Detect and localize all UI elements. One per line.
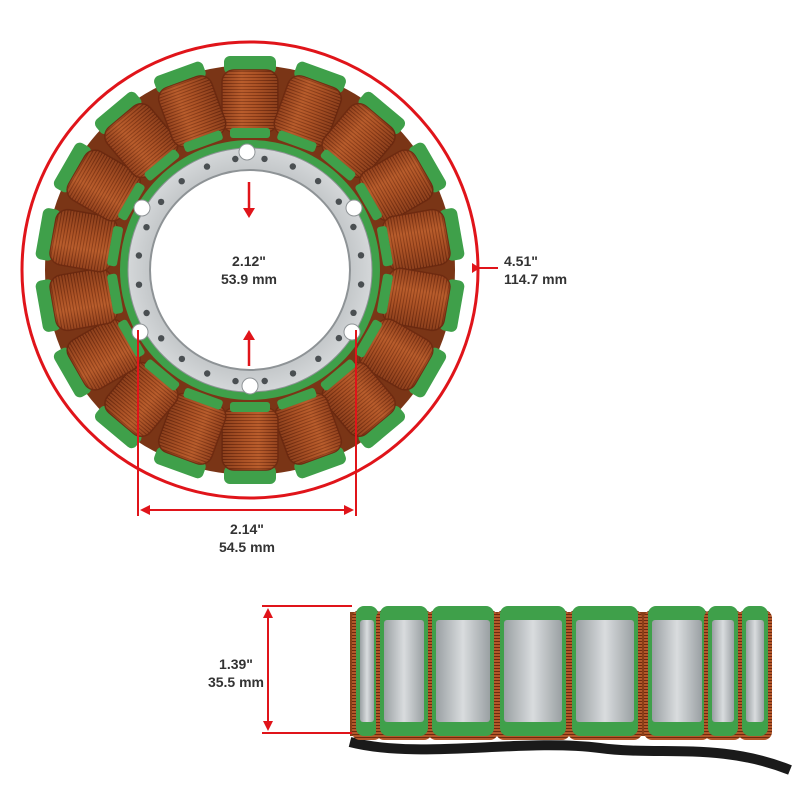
outer-diameter-inches: 4.51" [504,253,538,269]
small-hole [315,355,322,362]
small-hole [357,252,365,259]
small-hole [350,223,357,231]
side-tooth [644,606,710,740]
mounting-hole [343,323,361,341]
small-hole [350,309,357,316]
small-hole [357,281,365,288]
stator-side-view [348,606,792,775]
bolt-spacing-mm: 54.5 mm [218,539,276,555]
height-dimension [262,605,352,734]
stator-coil [53,142,145,222]
small-hole [157,198,165,206]
small-hole [261,155,268,163]
side-tooth [352,606,382,740]
small-hole [289,163,296,170]
side-tooth [496,606,570,740]
bolt-left-arrow [140,505,150,515]
stator-coil [53,318,145,398]
stator-coil [154,388,227,479]
mounting-hole [238,143,256,161]
small-hole [158,335,165,342]
stator-coil [94,359,180,449]
height-mm: 35.5 mm [207,674,265,690]
inner-diameter-inches: 2.12" [232,253,266,269]
small-hole [135,252,143,259]
stator-coil [273,388,346,479]
small-hole [203,163,211,170]
height-bottom-arrow [263,721,273,731]
stator-coil [273,61,346,152]
inner-top-arrow [243,208,255,218]
stator-coil [376,267,465,332]
inner-bottom-arrow [243,330,255,340]
small-hole [335,334,343,342]
stator-coil [355,318,447,398]
stator-coil [355,142,447,222]
outer-diameter-arrow [472,263,480,273]
small-hole [135,281,143,288]
small-hole [143,224,150,231]
small-hole [232,377,239,385]
height-inches: 1.39" [219,656,253,672]
small-hole [178,178,185,185]
stator-coil [35,208,124,273]
small-hole [232,155,239,163]
bolt-spacing-inches: 2.14" [230,521,264,537]
side-tooth [738,606,772,740]
wire-harness [348,737,792,775]
small-hole [289,370,297,377]
bolt-spacing-dimension [137,330,357,516]
small-hole [143,309,150,317]
small-hole [204,370,211,377]
center-bore [149,169,351,371]
inner-diameter-label: 2.12" 53.9 mm [209,252,289,288]
stator-coil [94,91,180,181]
stator-top-view [35,56,465,484]
small-hole [178,355,186,363]
mounting-hole [133,199,151,217]
mounting-hole [345,199,363,217]
outer-diameter-mm: 114.7 mm [504,271,568,287]
small-hole [261,377,268,385]
height-top-arrow [263,608,273,618]
small-hole [314,177,322,185]
inner-diameter-dimension [243,182,255,366]
side-tooth [704,606,742,740]
stator-coil [221,56,279,138]
outer-diameter-dimension [20,40,498,500]
mounting-hole [241,377,259,395]
stator-coil [376,208,465,273]
stator-coil [320,359,406,449]
bolt-right-arrow [344,505,354,515]
side-tooth [428,606,498,740]
mounting-hole [131,323,149,341]
outer-diameter-label: 4.51" 114.7 mm [504,252,567,288]
stator-coil [320,91,406,181]
stator-coil [221,402,279,484]
stator-coil [35,267,124,332]
small-hole [335,198,342,205]
side-tooth [568,606,642,740]
inner-diameter-mm: 53.9 mm [220,271,278,287]
bolt-spacing-label: 2.14" 54.5 mm [207,520,287,556]
height-label: 1.39" 35.5 mm [196,655,276,691]
side-tooth [376,606,432,740]
stator-coil [154,61,227,152]
